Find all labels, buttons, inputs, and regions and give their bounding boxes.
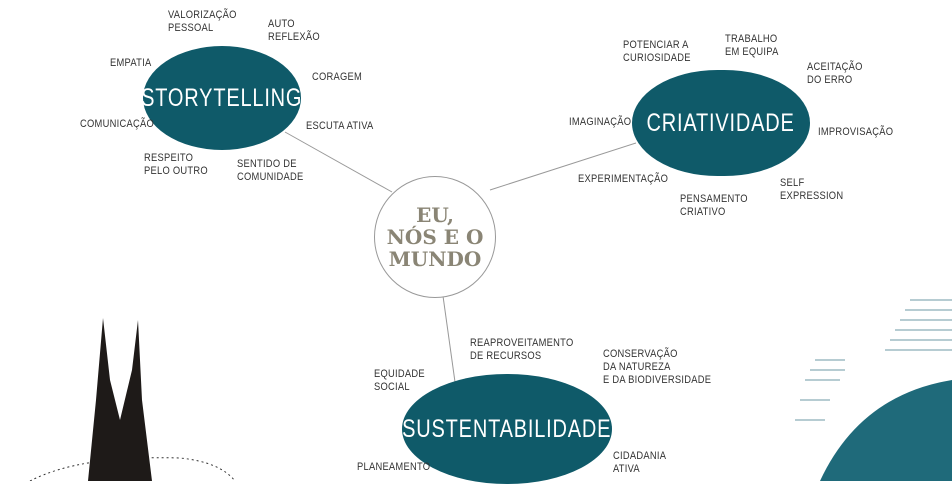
branch-label: Cidadania ativa bbox=[613, 450, 667, 475]
node-title: Sustentabilidade bbox=[402, 414, 612, 443]
branch-label: Pensamento criativo bbox=[680, 193, 748, 218]
branch-label: Respeito pelo outro bbox=[144, 152, 208, 177]
decorative-teal-shape bbox=[820, 380, 952, 481]
branch-label: Trabalho em equipa bbox=[725, 33, 779, 58]
branch-label: Self expression bbox=[780, 177, 844, 202]
branch-label: Sentido de comunidade bbox=[237, 158, 304, 183]
node-title: Storytelling bbox=[141, 83, 303, 112]
branch-label: Auto reflexão bbox=[268, 18, 320, 43]
branch-label: Valorização pessoal bbox=[168, 9, 237, 34]
connector-criatividade bbox=[489, 142, 637, 191]
connector-storytelling bbox=[284, 131, 393, 193]
branch-label: Improvisação bbox=[818, 126, 894, 138]
branch-label: Imaginação bbox=[569, 116, 632, 128]
branch-label: Experimentação bbox=[578, 173, 669, 185]
branch-label: Aceitação do erro bbox=[807, 61, 863, 86]
central-node: Eu, Nós e o Mundo bbox=[374, 176, 496, 298]
node-storytelling: Storytelling bbox=[141, 46, 303, 150]
branch-label: Comunicação bbox=[80, 118, 154, 130]
branch-label: Empatia bbox=[110, 57, 152, 69]
connector-sustentabilidade bbox=[442, 295, 456, 383]
central-node-label: Eu, Nós e o Mundo bbox=[386, 203, 484, 271]
branch-label: Coragem bbox=[312, 71, 363, 83]
branch-label: Escuta ativa bbox=[306, 120, 374, 132]
node-sustentabilidade: Sustentabilidade bbox=[402, 374, 612, 484]
branch-label: Reaproveitamento de recursos bbox=[470, 337, 574, 362]
branch-label: Potenciar a curiosidade bbox=[623, 39, 691, 64]
branch-label: Planeamento bbox=[357, 461, 431, 473]
decorative-stripes-illustration bbox=[795, 299, 952, 421]
node-criatividade: Criatividade bbox=[632, 70, 810, 176]
branch-label: Conservação da natureza e da biodiversid… bbox=[603, 348, 712, 386]
decorative-figure-illustration bbox=[29, 318, 236, 481]
node-title: Criatividade bbox=[646, 108, 796, 137]
branch-label: Equidade social bbox=[374, 368, 425, 393]
